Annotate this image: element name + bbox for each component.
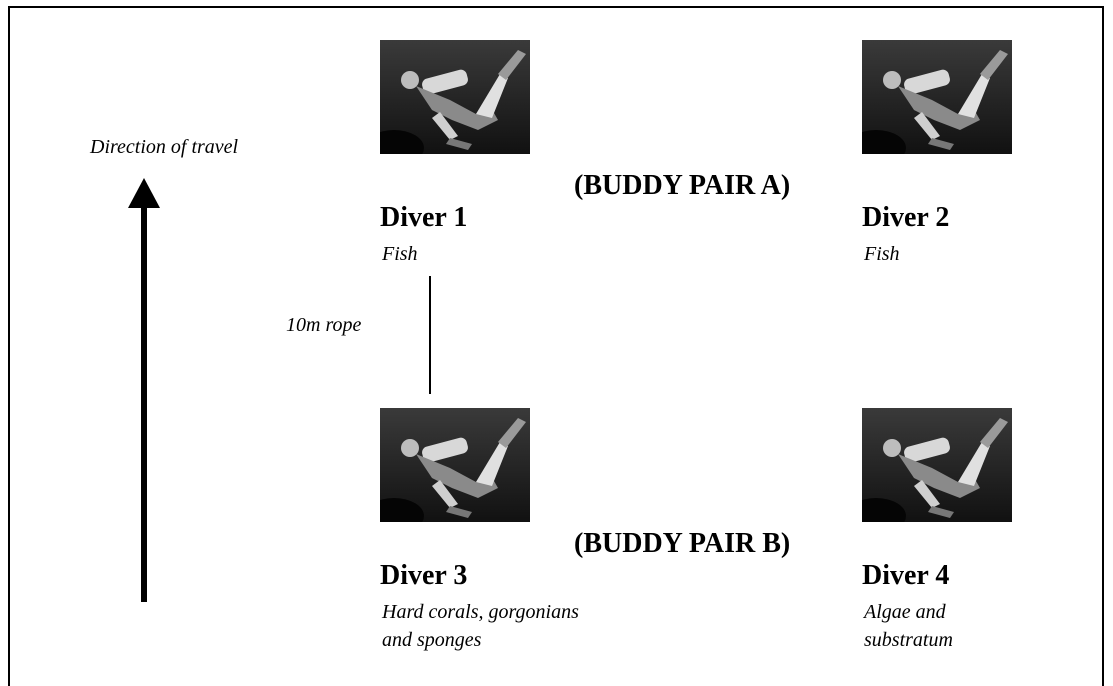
diver-2-photo — [862, 40, 1012, 154]
diver-1-photo — [380, 40, 530, 154]
diver-1-focus: Fish — [382, 240, 418, 268]
diagram-frame — [8, 6, 1104, 686]
diver-4-focus-line-2: substratum — [864, 629, 953, 651]
diver-4-name: Diver 4 — [862, 560, 950, 591]
scuba-diver-icon — [380, 408, 530, 522]
buddy-pair-a-label: (BUDDY PAIR A) — [574, 170, 791, 201]
scuba-diver-icon — [380, 40, 530, 154]
rope-label: 10m rope — [286, 314, 362, 336]
diver-3-focus: Hard corals, gorgonians and sponges — [382, 598, 579, 654]
diver-3-focus-line-2: and sponges — [382, 629, 482, 651]
direction-arrow-icon — [128, 178, 160, 602]
diver-1-focus-line: Fish — [382, 243, 418, 265]
scuba-diver-icon — [862, 408, 1012, 522]
buddy-pair-b-label: (BUDDY PAIR B) — [574, 528, 791, 559]
diver-2-name: Diver 2 — [862, 202, 950, 233]
diver-4-photo — [862, 408, 1012, 522]
diver-1-name: Diver 1 — [380, 202, 468, 233]
diver-4-focus: Algae and substratum — [864, 598, 953, 654]
diver-3-photo — [380, 408, 530, 522]
direction-label: Direction of travel — [90, 136, 239, 158]
diver-2-focus: Fish — [864, 240, 900, 268]
rope-line — [429, 276, 431, 394]
diver-4-focus-line-1: Algae and — [864, 601, 946, 623]
diver-2-focus-line: Fish — [864, 243, 900, 265]
diver-3-focus-line-1: Hard corals, gorgonians — [382, 601, 579, 623]
diver-3-name: Diver 3 — [380, 560, 468, 591]
scuba-diver-icon — [862, 40, 1012, 154]
